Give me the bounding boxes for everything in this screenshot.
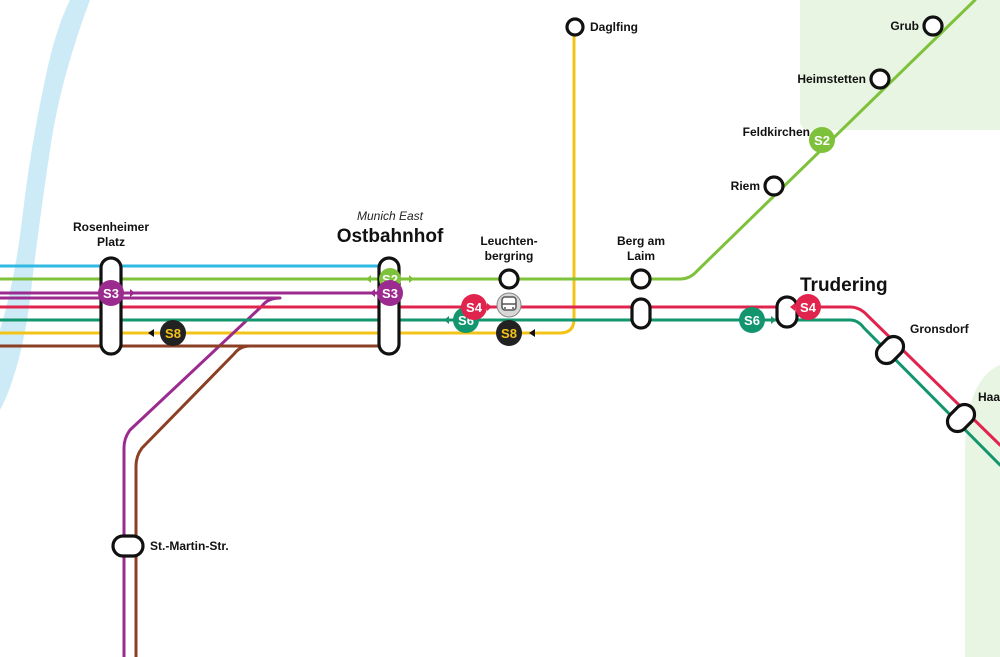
label-riem: Riem [731,179,760,193]
line-badges: S2 S2 S3 S3 S8 S8 S6 S4 [98,127,835,346]
stop-berg-am-laim-1[interactable] [630,268,652,290]
line-s8 [0,25,576,335]
badge-s4-leuchtenbergring[interactable]: S4 [461,294,487,320]
svg-text:S8: S8 [501,326,517,341]
stop-leuchtenbergring[interactable] [498,268,520,290]
svg-text:S4: S4 [466,300,483,315]
line-s7 [0,344,390,657]
label-trudering: Trudering [800,275,888,296]
badge-s8-rosenheimer[interactable]: S8 [160,320,186,346]
badge-s3-rosenheimer[interactable]: S3 [98,280,124,306]
stop-heimstetten[interactable] [869,68,891,90]
stop-daglfing[interactable] [565,17,585,37]
label-gronsdorf: Gronsdorf [910,322,970,336]
fare-zones [800,0,1000,657]
svg-text:S6: S6 [744,313,760,328]
label-rosenheimer-1: Rosenheimer [73,220,149,234]
stop-trudering[interactable] [775,295,799,329]
label-ostbahnhof: Ostbahnhof [337,226,444,247]
line-s2 [0,0,977,281]
river-isar [0,0,90,410]
label-leuchtenbergring-2: bergring [485,249,534,263]
svg-text:S8: S8 [165,326,181,341]
stop-haar[interactable] [943,400,978,435]
svg-text:S3: S3 [103,286,119,301]
label-st-martin-str: St.-Martin-Str. [150,539,229,553]
direction-arrow-icon [130,275,795,337]
label-leuchtenbergring-1: Leuchten- [480,234,537,248]
label-heimstetten: Heimstetten [797,72,866,86]
fare-zone-northeast [800,0,1000,130]
label-grub: Grub [890,19,919,33]
line-s4 [0,305,1000,447]
label-haar: Haar [978,390,1000,404]
badge-s8-leuchtenbergring[interactable]: S8 [496,320,522,346]
stop-st-martin-str[interactable] [111,534,145,558]
badge-s6-trudering[interactable]: S6 [739,307,765,333]
label-berg-am-laim-2: Laim [627,249,655,263]
svg-text:S2: S2 [814,133,830,148]
label-daglfing: Daglfing [590,20,638,34]
label-berg-am-laim-1: Berg am [617,234,665,248]
label-feldkirchen: Feldkirchen [743,125,810,139]
train-icon [496,292,522,318]
stop-grub[interactable] [922,15,944,37]
badge-s4-trudering[interactable]: S4 [795,294,821,320]
stop-riem[interactable] [763,175,785,197]
stop-berg-am-laim-2[interactable] [630,297,652,330]
stop-gronsdorf[interactable] [872,332,907,367]
svg-text:S3: S3 [382,286,398,301]
station-labels: Daglfing Grub Heimstetten Feldkirchen Ri… [73,19,1000,553]
label-ostbahnhof-sub: Munich East [357,209,424,223]
badge-s3-ostbahnhof[interactable]: S3 [377,280,403,306]
line-s3 [0,291,390,657]
line-s6 [0,318,1000,467]
svg-text:S4: S4 [800,300,817,315]
badge-s2-feldkirchen[interactable]: S2 [809,127,835,153]
label-rosenheimer-2: Platz [97,235,125,249]
